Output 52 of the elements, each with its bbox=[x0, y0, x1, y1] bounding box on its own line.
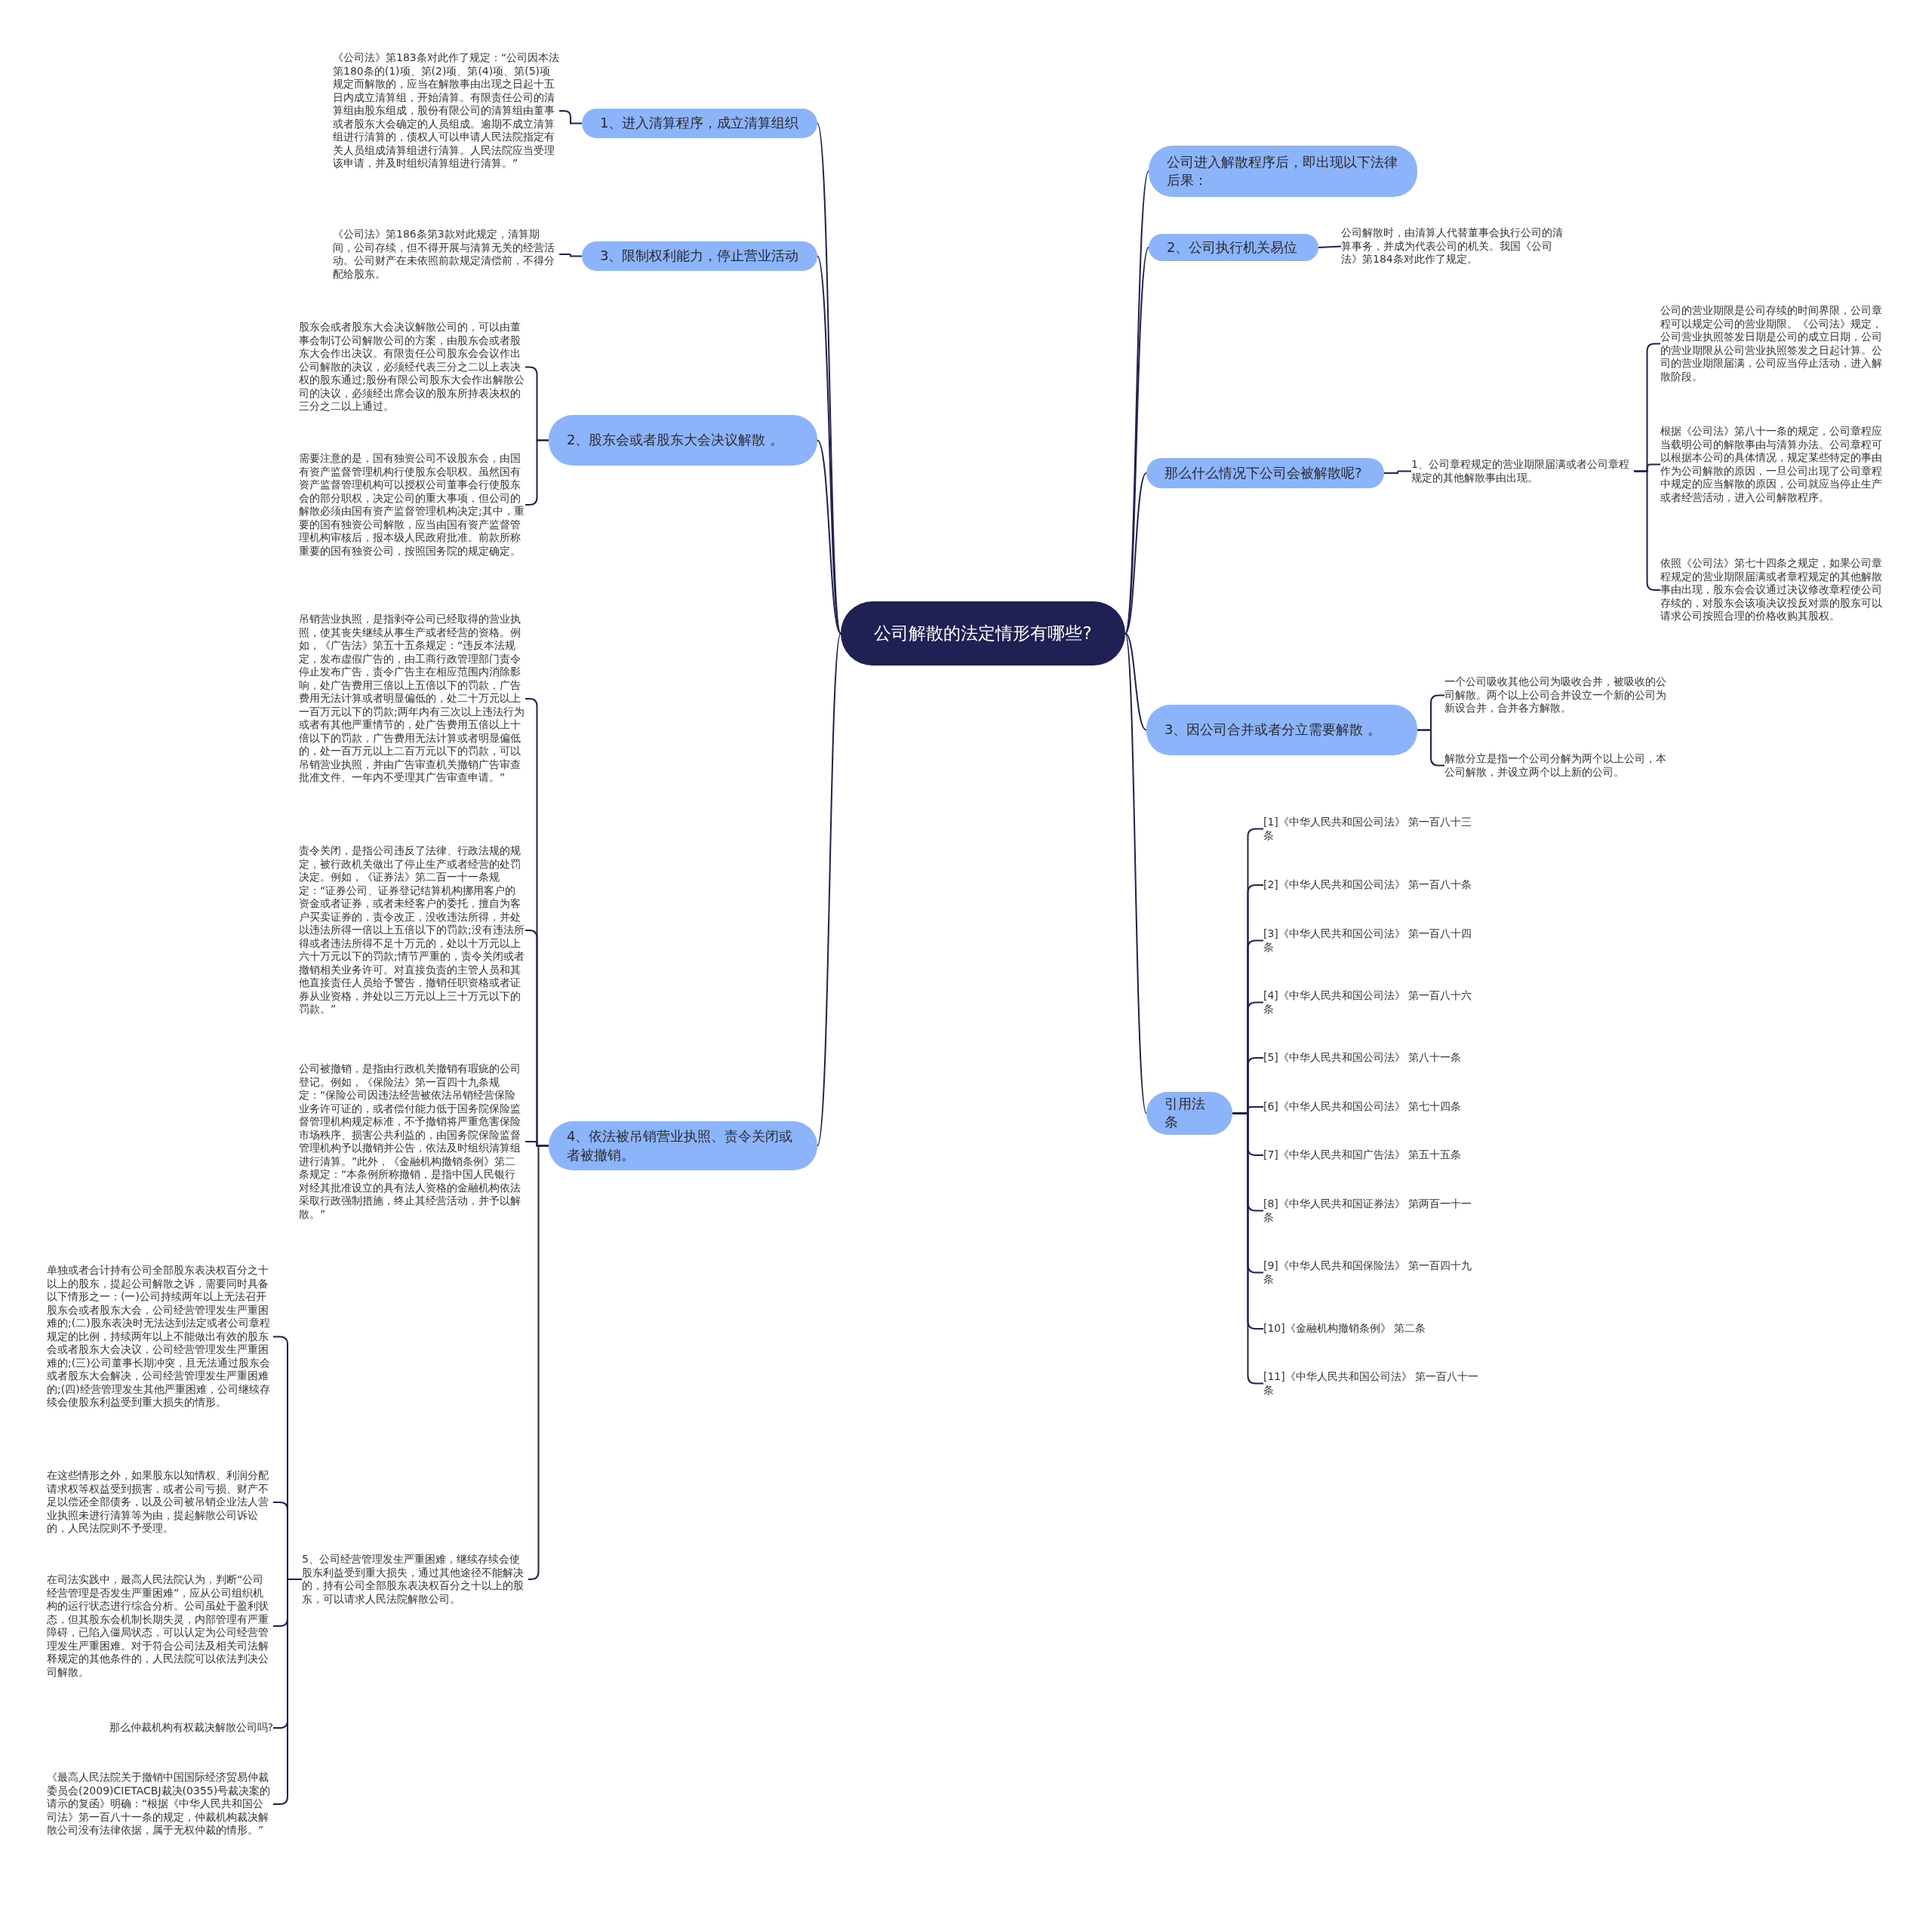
note-text: [11]《中华人民共和国公司法》 第一百八十一条 bbox=[1263, 1370, 1482, 1397]
note-text: 根据《公司法》第八十一条的规定，公司章程应当载明公司的解散事由与清算办法。公司章程可以根据本公司的具体情况，规定某些特定的事由作为公司解散的原因，一旦公司出现了公司章程中规定的应当解散的原因，公司就应当停止生产或者经营活动，进入公司解散程序。 bbox=[1660, 425, 1887, 504]
note-text: [2]《中华人民共和国公司法》 第一百八十条 bbox=[1263, 878, 1482, 892]
note-text: [7]《中华人民共和国广告法》 第五十五条 bbox=[1263, 1148, 1482, 1162]
note-text: 公司被撤销，是指由行政机关撤销有瑕疵的公司登记。例如，《保险法》第一百四十九条规定：“保险公司因违法经营被依法吊销经营保险业务许可证的，或者偿付能力低于国务院保险监督管理机构规定标准，不予撤销将严重危害保险市场秩序、损害公共利益的，由国务院保险监督管理机构予以撤销并公告，依法及时组织清算组进行清算。”此外，《金融机构撤销条例》第二条规定：“本条例所称撤销，是指中国人民银行对经其批准设立的具有法人资格的金融机构依法采取行政强制措施，终止其经营活动，并予以解散。” bbox=[299, 1062, 525, 1221]
connector-line bbox=[1318, 245, 1342, 248]
connector-line bbox=[558, 110, 583, 125]
topic-pill: 2、公司执行机关易位 bbox=[1149, 234, 1318, 261]
note-text: 解散分立是指一个公司分解为两个以上公司，本公司解散，并设立两个以上新的公司。 bbox=[1444, 752, 1671, 779]
topic-pill: 1、进入清算程序，成立清算组织 bbox=[582, 109, 817, 138]
note-text: 《公司法》第186条第3款对此规定，清算期间，公司存续，但不得开展与清算无关的经营活动。公司财产在未依照前款规定清偿前，不得分配给股东。 bbox=[333, 228, 559, 281]
connector-line bbox=[817, 439, 841, 635]
note-text: 那么仲裁机构有权裁决解散公司吗? bbox=[75, 1721, 273, 1735]
topic-pill: 公司进入解散程序后，即出现以下法律后果： bbox=[1149, 146, 1417, 197]
note-text: [9]《中华人民共和国保险法》 第一百四十九条 bbox=[1263, 1259, 1482, 1286]
connector-line bbox=[1124, 632, 1147, 731]
connector-line bbox=[1417, 729, 1445, 767]
note-text: [4]《中华人民共和国公司法》 第一百八十六条 bbox=[1263, 989, 1482, 1016]
note-text: [10]《金融机构撤销条例》 第二条 bbox=[1263, 1322, 1482, 1336]
topic-pill: 3、限制权利能力，停止营业活动 bbox=[582, 241, 817, 271]
note-text: 需要注意的是，国有独资公司不设股东会，由国有资产监督管理机构行使股东会职权。虽然国有资产监督管理机构可以授权公司董事会行使股东会的部分职权，决定公司的重大事项，但公司的解散必须由国有资产监督管理机构决定;其中，重要的国有独资公司解散，应当由国有资产监督管理机构审核后，报本级人民政府批准。前款所称重要的国有独资公司，按照国务院的规定确定。 bbox=[299, 452, 525, 558]
note-text: [3]《中华人民共和国公司法》 第一百八十四条 bbox=[1263, 927, 1482, 954]
note-text: 公司的营业期限是公司存续的时间界限，公司章程可以规定公司的营业期限。《公司法》规定，公司营业执照签发日期是公司的成立日期，公司的营业期限从公司营业执照签发之日起计算。公司的营业期限届满，公司应当停止活动，进入解散阶段。 bbox=[1660, 304, 1887, 383]
central-topic: 公司解散的法定情形有哪些? bbox=[841, 601, 1125, 666]
topic-pill: 4、依法被吊销营业执照、责令关闭或者被撤销。 bbox=[549, 1121, 817, 1170]
note-text: 5、公司经营管理发生严重困难，继续存续会使股东利益受到重大损失，通过其他途径不能解决的，持有公司全部股东表决权百分之十以上的股东，可以请求人民法院解散公司。 bbox=[302, 1553, 528, 1606]
topic-pill: 引用法条 bbox=[1146, 1092, 1232, 1135]
connector-line bbox=[528, 1145, 549, 1580]
note-text: [1]《中华人民共和国公司法》 第一百八十三条 bbox=[1263, 816, 1482, 842]
topic-pill: 那么什么情况下公司会被解散呢? bbox=[1146, 458, 1384, 488]
note-text: 在司法实践中，最高人民法院认为，判断“公司经营管理是否发生严重困难”，应从公司组织机构的运行状态进行综合分析。公司虽处于盈利状态，但其股东会机制长期失灵，内部管理有严重障碍，已陷入僵局状态，可以认定为公司经营管理发生严重困难。对于符合公司法及相关司法解释规定的其他条件的，人民法院可以依法判决公司解散。 bbox=[47, 1573, 273, 1679]
connector-line bbox=[1124, 472, 1147, 635]
note-text: 一个公司吸收其他公司为吸收合并，被吸收的公司解散。两个以上公司合并设立一个新的公司为新设合并，合并各方解散。 bbox=[1444, 675, 1671, 715]
topic-pill: 2、股东会或者股东大会决议解散 。 bbox=[549, 415, 817, 466]
note-text: 责令关闭，是指公司违反了法律、行政法规的规定，被行政机关做出了停止生产或者经营的处罚决定。例如，《证券法》第二百一十一条规定：“证券公司、证券登记结算机构挪用客户的资金或者证券，或者未经客户的委托，擅自为客户买卖证券的，责令改正，没收违法所得，并处以违法所得一倍以上五倍以下的罚款;没有违法所得或者违法所得不足十万元的，处以十万元以上六十万元以下的罚款;情节严重的，责令关闭或者撤销相关业务许可。对直接负责的主管人员和其他直接责任人员给予警告，撤销任职资格或者证券从业资格，并处以三万元以上三十万元以下的罚款。” bbox=[299, 844, 525, 1016]
note-text: [8]《中华人民共和国证券法》 第两百一十一条 bbox=[1263, 1197, 1482, 1224]
note-text: [6]《中华人民共和国公司法》 第七十四条 bbox=[1263, 1100, 1482, 1114]
note-text: 《最高人民法院关于撤销中国国际经济贸易仲裁委员会(2009)CIETACBJ裁决(0355)号裁决案的请示的复函》明确：“根据《中华人民共和国公司法》第一百八十一条的规定，仲裁机构裁决解散公司没有法律依据，属于无权仲裁的情形。” bbox=[47, 1771, 273, 1837]
note-text: 股东会或者股东大会决议解散公司的，可以由董事会制订公司解散公司的方案，由股东会或者股东大会作出决议。有限责任公司股东会会议作出公司解散的决议，必须经代表三分之二以上表决权的股东通过;股份有限公司股东大会作出解散公司的决议，必须经出席会议的股东所持表决权的三分之二以上通过。 bbox=[299, 321, 525, 413]
note-text: [5]《中华人民共和国公司法》 第八十一条 bbox=[1263, 1051, 1482, 1065]
note-text: 在这些情形之外，如果股东以知情权、利润分配请求权等权益受到损害，或者公司亏损、财产不足以偿还全部债务，以及公司被吊销企业法人营业执照未进行清算等为由，提起解散公司诉讼的，人民法院则不予受理。 bbox=[47, 1469, 273, 1536]
note-text: 吊销营业执照，是指剥夺公司已经取得的营业执照，使其丧失继续从事生产或者经营的资格。例如，《广告法》第五十五条规定：“违反本法规定，发布虚假广告的，由工商行政管理部门责令停止发布广告，责令广告主在相应范围内消除影响，处广告费用三倍以上五倍以下的罚款，广告费用无法计算或者明显偏低的，处二十万元以上一百万元以下的罚款;两年内有三次以上违法行为或者有其他严重情节的，处广告费用五倍以上十倍以下的罚款，广告费用无法计算或者明显偏低的，处一百万元以上二百万元以下的罚款，可以吊销营业执照，并由广告审查机关撤销广告审查批准文件、一年内不受理其广告审查申请。” bbox=[299, 613, 525, 785]
note-text: 单独或者合计持有公司全部股东表决权百分之十以上的股东，提起公司解散之诉，需要同时具备以下情形之一：(一)公司持续两年以上无法召开股东会或者股东大会，公司经营管理发生严重困难的;(二)股东表决时无法达到法定或者公司章程规定的比例，持续两年以上不能做出有效的股东会或者股东大会决议，公司经营管理发生严重困难的;(三)公司董事长期冲突，且无法通过股东会或者股东大会解决，公司经营管理发生严重困难的;(四)经营管理发生其他严重困难，公司继续存续会使股东利益受到重大损失的情形。 bbox=[47, 1264, 273, 1410]
note-text: 依照《公司法》第七十四条之规定，如果公司章程规定的营业期限届满或者章程规定的其他解散事由出现，股东会会议通过决议修改章程使公司存续的，对股东会该项决议投反对票的股东可以请求公司按照合理的价格收购其股权。 bbox=[1660, 557, 1887, 623]
topic-pill: 3、因公司合并或者分立需要解散 。 bbox=[1146, 705, 1417, 755]
connector-line bbox=[1383, 470, 1412, 474]
note-text: 《公司法》第183条对此作了规定：“公司因本法第180条的(1)项、第(2)项、第(4)项、第(5)项规定而解散的，应当在解散事由出现之日起十五日内成立清算组，开始清算。有限责任公司的清算组由股东组成，股份有限公司的清算组由董事或者股东大会确定的人员组成。逾期不成立清算组进行清算的，债权人可以申请人民法院指定有关人员组成清算组进行清算。人民法院应当受理该申请，并及时组织清算组进行清算。” bbox=[333, 51, 559, 171]
note-text: 公司解散时，由清算人代替董事会执行公司的清算事务，并成为代表公司的机关。我国《公司法》第184条对此作了规定。 bbox=[1341, 226, 1567, 266]
connector-line bbox=[817, 632, 841, 1147]
connector-line bbox=[558, 254, 583, 257]
note-text: 1、公司章程规定的营业期限届满或者公司章程规定的其他解散事由出现。 bbox=[1411, 458, 1634, 484]
connector-line bbox=[1124, 632, 1147, 1114]
